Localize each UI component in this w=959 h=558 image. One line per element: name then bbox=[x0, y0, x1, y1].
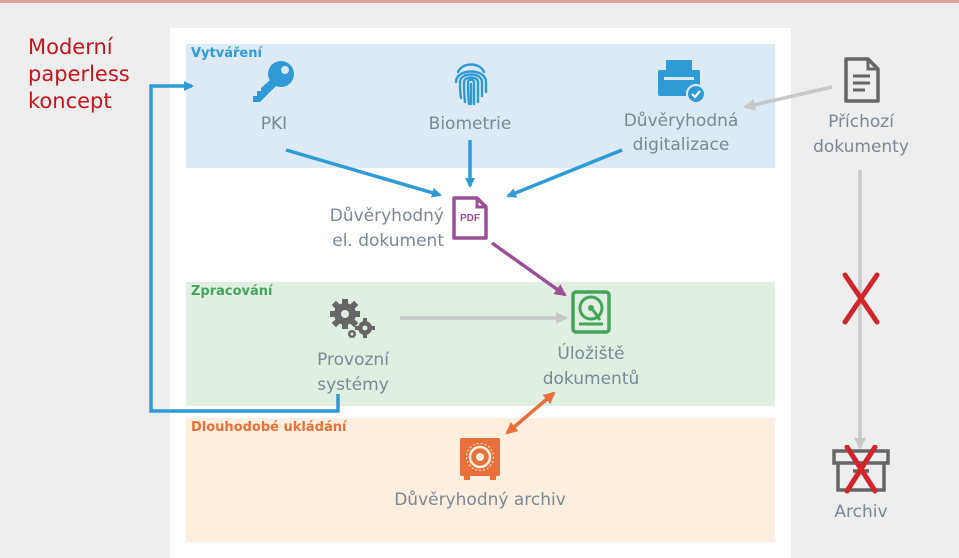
incoming-label-2: dokumenty bbox=[813, 137, 909, 157]
biometrics-label: Biometrie bbox=[428, 114, 512, 134]
pdf-icon: PDF bbox=[451, 195, 489, 241]
document-icon bbox=[844, 57, 880, 103]
fingerprint-icon bbox=[454, 63, 488, 106]
top-rule bbox=[0, 0, 959, 3]
archive-box-icon bbox=[832, 445, 890, 494]
storage-label-2: dokumentů bbox=[542, 369, 640, 389]
band-archive-title: Dlouhodobé ukládání bbox=[191, 420, 347, 435]
trusted-doc-label-2: el. dokument bbox=[332, 231, 444, 251]
trusted-archive-label: Důvěryhodný archiv bbox=[394, 490, 566, 510]
arrow-pki-to-doc bbox=[285, 148, 442, 198]
arrow-incoming-to-digi bbox=[743, 85, 833, 111]
pki-label: PKI bbox=[260, 114, 288, 134]
band-process-title: Zpracování bbox=[191, 284, 273, 299]
hard-drive-icon bbox=[571, 290, 611, 334]
trusted-doc-label-1: Důvěryhodný bbox=[329, 206, 444, 226]
operating-label-2: systémy bbox=[317, 375, 389, 395]
scanner-icon bbox=[658, 60, 706, 104]
key-icon bbox=[253, 61, 294, 102]
archive-label: Archiv bbox=[834, 502, 888, 522]
arrow-storage-archive bbox=[505, 391, 556, 435]
storage-label-1: Úložiště bbox=[557, 344, 625, 364]
pdf-badge: PDF bbox=[460, 213, 480, 224]
band-process bbox=[186, 282, 775, 406]
arrow-doc-to-storage bbox=[490, 241, 567, 297]
cross-mark-archive bbox=[844, 445, 878, 494]
slide-title: Moderní paperless koncept bbox=[28, 35, 130, 113]
gears-icon bbox=[330, 299, 375, 338]
safe-icon bbox=[460, 438, 500, 480]
loop-ops-to-create bbox=[149, 81, 340, 413]
cross-mark-path bbox=[842, 272, 880, 325]
arrow-digi-to-doc bbox=[506, 148, 623, 198]
digitization-label-2: digitalizace bbox=[632, 135, 730, 155]
operating-label-1: Provozní bbox=[317, 350, 389, 370]
digitization-label-1: Důvěryhodná bbox=[623, 111, 739, 131]
incoming-label-1: Příchozí bbox=[828, 112, 894, 132]
band-create-title: Vytváření bbox=[191, 46, 262, 61]
